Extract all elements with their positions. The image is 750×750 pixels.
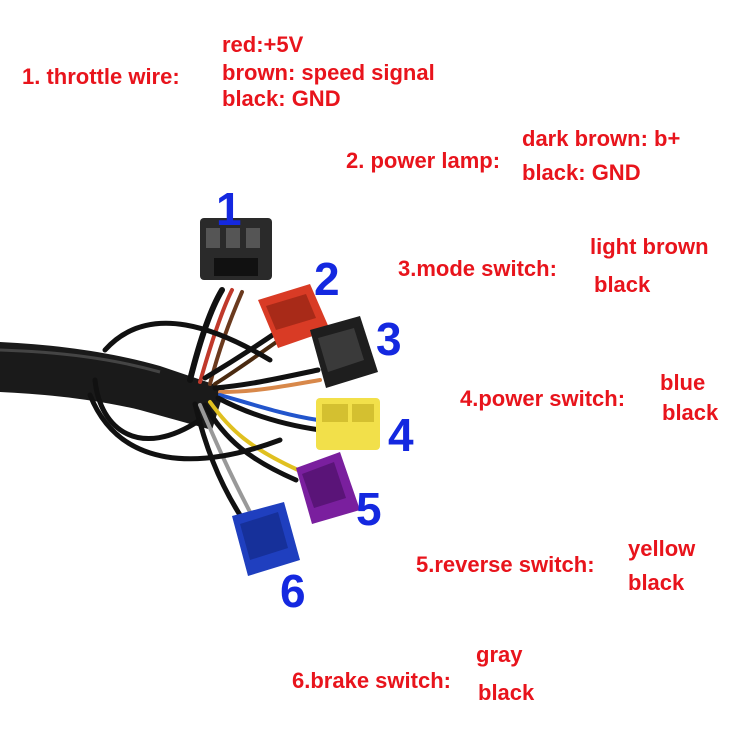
connector-3-title: 3.mode switch: xyxy=(398,256,557,281)
connector-5-wire-2: black xyxy=(628,570,685,595)
connector-6-wire-1: gray xyxy=(476,642,523,667)
connector-1-wire-2: brown: speed signal xyxy=(222,60,435,85)
connector-1-wire-3: black: GND xyxy=(222,86,341,111)
cable-sleeve-highlight xyxy=(0,348,161,374)
connector-2-title: 2. power lamp: xyxy=(346,148,501,173)
connector-5 xyxy=(296,452,360,524)
connector-number-1: 1 xyxy=(216,183,242,235)
connector-4-wire-1: blue xyxy=(660,370,706,395)
wire-bundle xyxy=(87,287,323,518)
connector-1 xyxy=(200,218,272,280)
connector-4 xyxy=(316,398,380,450)
connector-2-wire-2: black: GND xyxy=(522,160,641,185)
cable-sleeve xyxy=(0,342,225,430)
connector-5-title: 5.reverse switch: xyxy=(416,552,595,577)
connector-number-6: 6 xyxy=(280,565,306,617)
connector-6-wire-2: black xyxy=(478,680,535,705)
connector-number-5: 5 xyxy=(356,483,382,535)
connector-3 xyxy=(310,316,378,388)
connector-4-wire-2: black xyxy=(662,400,719,425)
connector-number-2: 2 xyxy=(314,253,340,305)
connector-2-wire-1: dark brown: b+ xyxy=(522,126,681,151)
connector-6 xyxy=(232,502,300,576)
connector-4-title: 4.power switch: xyxy=(460,386,626,411)
connector-3-wire-2: black xyxy=(594,272,651,297)
connector-number-3: 3 xyxy=(376,313,402,365)
connector-number-4: 4 xyxy=(388,409,414,461)
connector-6-title: 6.brake switch: xyxy=(292,668,451,693)
connector-1-title: 1. throttle wire: xyxy=(22,64,180,89)
connector-3-wire-1: light brown xyxy=(590,234,709,259)
connector-5-wire-1: yellow xyxy=(628,536,696,561)
connector-1-wire-1: red:+5V xyxy=(222,32,304,57)
